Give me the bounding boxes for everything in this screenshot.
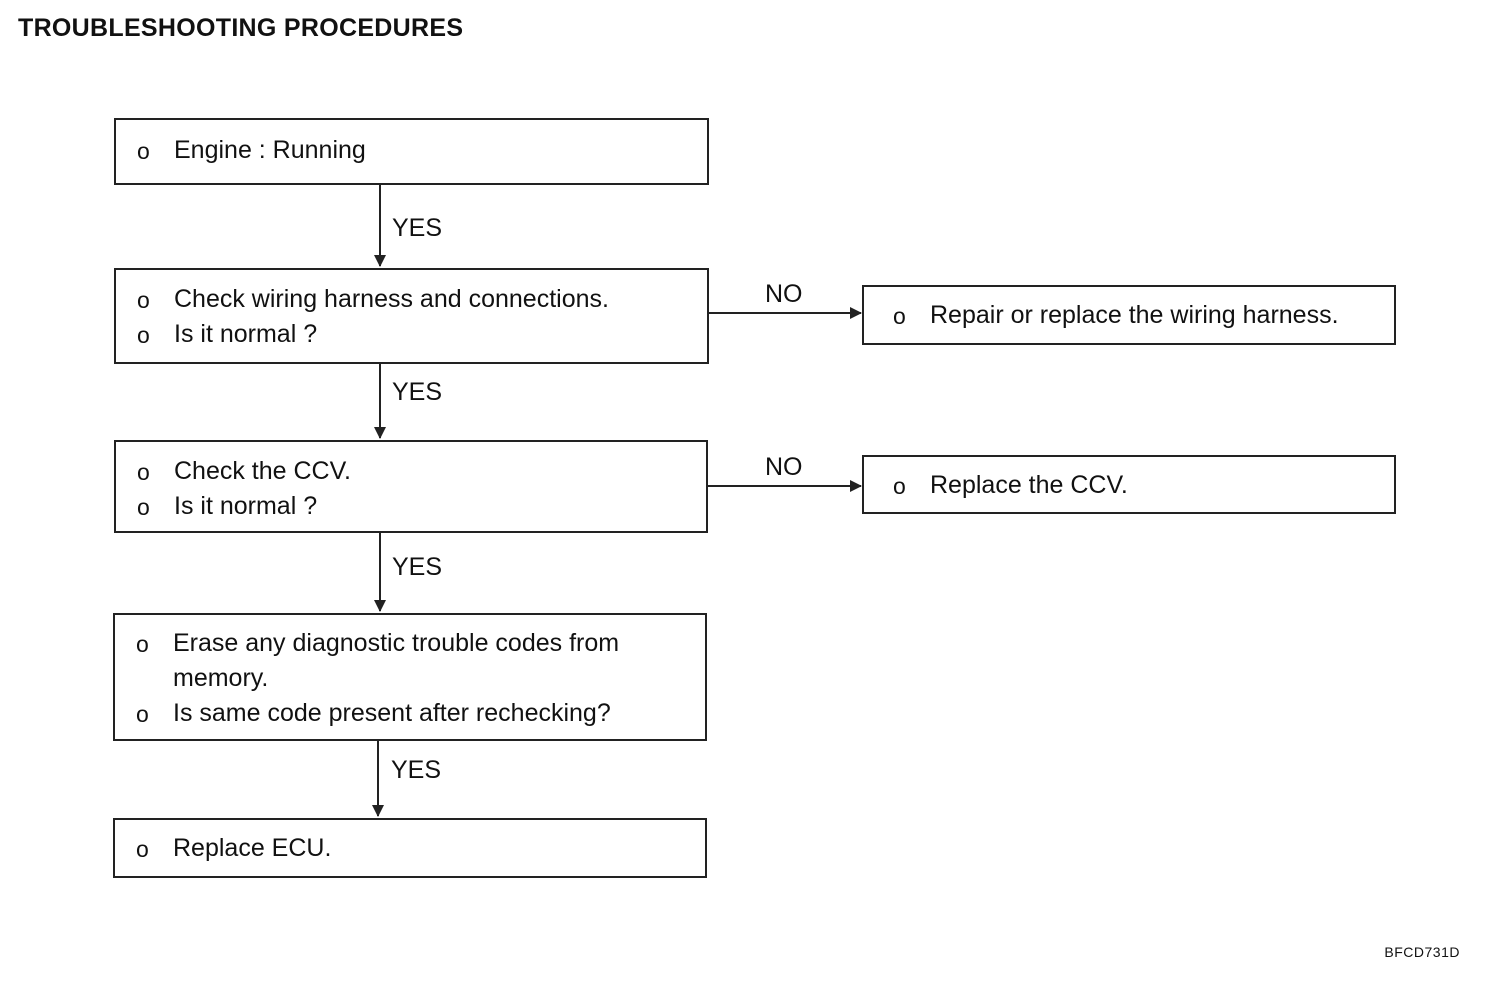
bullet-marker: o [893, 473, 906, 499]
page-title: TROUBLESHOOTING PROCEDURES [18, 14, 464, 42]
bullet-marker: o [136, 631, 149, 657]
bullet-marker: o [137, 459, 150, 485]
yes-label: YES [392, 378, 443, 406]
action-text-line: Replace the CCV. [930, 471, 1128, 499]
bullet-marker: o [893, 303, 906, 329]
bullet-marker: o [136, 836, 149, 862]
step-text-line: Erase any diagnostic trouble codes from [173, 629, 620, 657]
step-text-line: Is same code present after rechecking? [173, 699, 611, 727]
yes-label: YES [392, 553, 443, 581]
figure-code: BFCD731D [1384, 944, 1460, 960]
step-box-check-wiring: o Check wiring harness and connections. … [114, 268, 709, 364]
step-text-line: Check the CCV. [174, 457, 351, 485]
action-text-line: Repair or replace the wiring harness. [930, 301, 1339, 329]
bullet-marker: o [137, 287, 150, 313]
step-text-line: memory. [173, 664, 269, 692]
yes-label: YES [391, 756, 442, 784]
bullet-marker: o [137, 322, 150, 348]
step-text-line: Engine : Running [174, 136, 366, 164]
step-box-replace-ecu: o Replace ECU. [113, 818, 707, 878]
no-label: NO [765, 280, 803, 308]
bullet-marker: o [137, 494, 150, 520]
no-label: NO [765, 453, 803, 481]
step-text-line: Is it normal ? [174, 492, 318, 520]
step-text-line: Check wiring harness and connections. [174, 285, 609, 313]
step-box-engine-running: o Engine : Running [114, 118, 709, 185]
step-box-erase-codes: o Erase any diagnostic trouble codes fro… [113, 613, 707, 741]
step-box-check-ccv: o Check the CCV. o Is it normal ? [114, 440, 708, 533]
step-text-line: Is it normal ? [174, 320, 318, 348]
yes-label: YES [392, 214, 443, 242]
step-text-line: Replace ECU. [173, 834, 332, 862]
action-box-repair-wiring: o Repair or replace the wiring harness. [862, 285, 1396, 345]
bullet-marker: o [137, 138, 150, 164]
bullet-marker: o [136, 701, 149, 727]
action-box-replace-ccv: o Replace the CCV. [862, 455, 1396, 514]
